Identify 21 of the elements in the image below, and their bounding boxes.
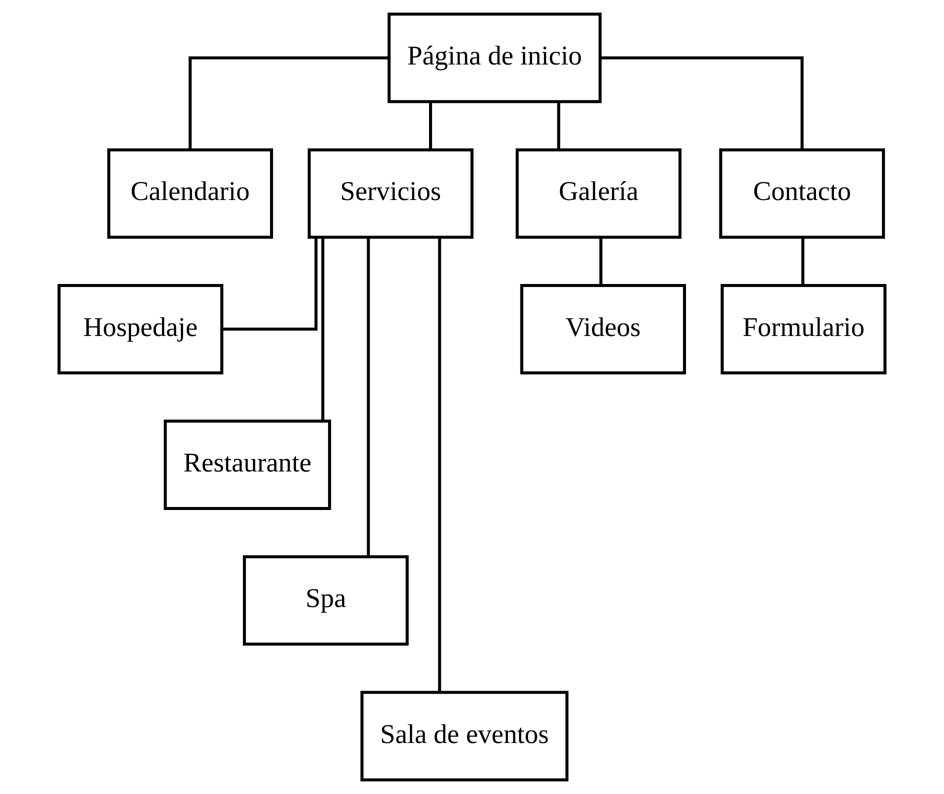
node-box: Restaurante bbox=[164, 420, 332, 510]
connector bbox=[222, 238, 318, 331]
connector bbox=[557, 102, 560, 150]
connector bbox=[801, 238, 804, 286]
connector bbox=[438, 237, 442, 692]
connector bbox=[366, 237, 370, 557]
connector bbox=[599, 238, 602, 286]
node-box: Sala de eventos bbox=[360, 690, 568, 782]
connector bbox=[600, 56, 804, 150]
node-box: Hospedaje bbox=[58, 284, 224, 374]
node-box: Spa bbox=[242, 555, 409, 646]
node-box: Contacto bbox=[719, 148, 885, 239]
node-box: Calendario bbox=[107, 148, 274, 239]
node-box: Galería bbox=[516, 148, 682, 239]
node-box: Página de inicio bbox=[388, 12, 602, 104]
node-box: Servicios bbox=[308, 148, 474, 239]
node-box: Formulario bbox=[720, 284, 886, 374]
node-box: Videos bbox=[520, 284, 686, 374]
connector bbox=[429, 102, 432, 150]
connector bbox=[321, 238, 324, 422]
connector bbox=[188, 56, 389, 150]
